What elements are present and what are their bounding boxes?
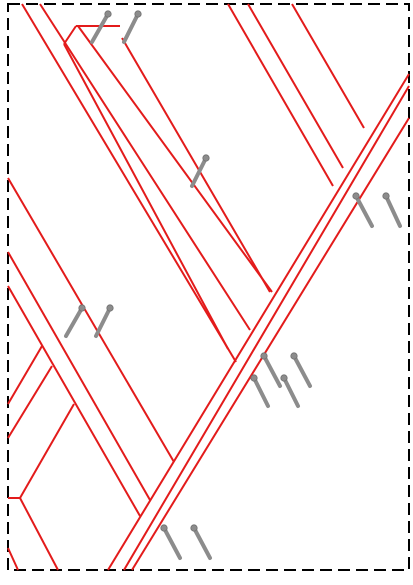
nail-head	[352, 192, 360, 200]
nail-icon	[64, 304, 86, 338]
nail-head	[382, 192, 390, 200]
nails	[64, 10, 402, 560]
board-edge-line	[247, 3, 344, 169]
nail-icon	[190, 524, 212, 560]
board-edge-line	[19, 403, 75, 499]
nail-shaft	[354, 194, 374, 228]
board-edge-line	[63, 25, 77, 45]
nail-shaft	[282, 376, 300, 408]
nail-icon	[250, 374, 270, 408]
board-edge-line	[7, 177, 175, 463]
board-edge-line	[19, 497, 59, 571]
dashed-boundary	[7, 3, 410, 571]
board-edge-line	[7, 345, 43, 405]
board-lines	[7, 3, 410, 571]
nail-head	[260, 352, 268, 360]
nail-head	[78, 304, 86, 312]
nail-icon	[190, 154, 210, 188]
nail-shaft	[162, 526, 182, 560]
nail-head	[160, 524, 168, 532]
nail-shaft	[262, 354, 282, 388]
nail-head	[106, 304, 114, 312]
nail-shaft	[384, 194, 402, 228]
board-edge-line	[39, 3, 251, 331]
board-edge-line	[7, 285, 141, 517]
nail-icon	[160, 524, 182, 560]
nail-head	[290, 352, 298, 360]
nail-icon	[382, 192, 402, 228]
nail-shaft	[94, 306, 112, 338]
board-edge-line	[21, 3, 237, 363]
board-edge-line	[7, 547, 19, 571]
nail-shaft	[252, 376, 270, 408]
nail-icon	[94, 304, 114, 338]
nail-icon	[290, 352, 312, 388]
nail-icon	[90, 10, 112, 44]
nail-icon	[122, 10, 142, 44]
nail-icon	[260, 352, 282, 388]
board-edge-line	[121, 37, 271, 293]
board-edge-line	[227, 3, 334, 187]
nail-shaft	[122, 12, 140, 44]
nail-shaft	[90, 12, 110, 44]
nail-icon	[280, 374, 300, 408]
nail-shaft	[64, 306, 84, 338]
nail-head	[134, 10, 142, 18]
board-edge-line	[77, 25, 273, 293]
nail-shaft	[292, 354, 312, 388]
nail-shaft	[192, 526, 212, 560]
nail-head	[280, 374, 288, 382]
nail-icon	[352, 192, 374, 228]
board-edge-line	[107, 73, 410, 571]
board-edge-line	[7, 365, 53, 439]
board-edge-line	[123, 85, 410, 571]
board-edge-line	[291, 3, 365, 129]
board-edge-line	[63, 43, 229, 350]
nail-head	[104, 10, 112, 18]
nail-head	[190, 524, 198, 532]
board-edge-line	[7, 251, 151, 501]
nail-shaft	[190, 156, 208, 188]
board-edge-line	[131, 117, 410, 571]
nail-head	[250, 374, 258, 382]
nail-head	[202, 154, 210, 162]
